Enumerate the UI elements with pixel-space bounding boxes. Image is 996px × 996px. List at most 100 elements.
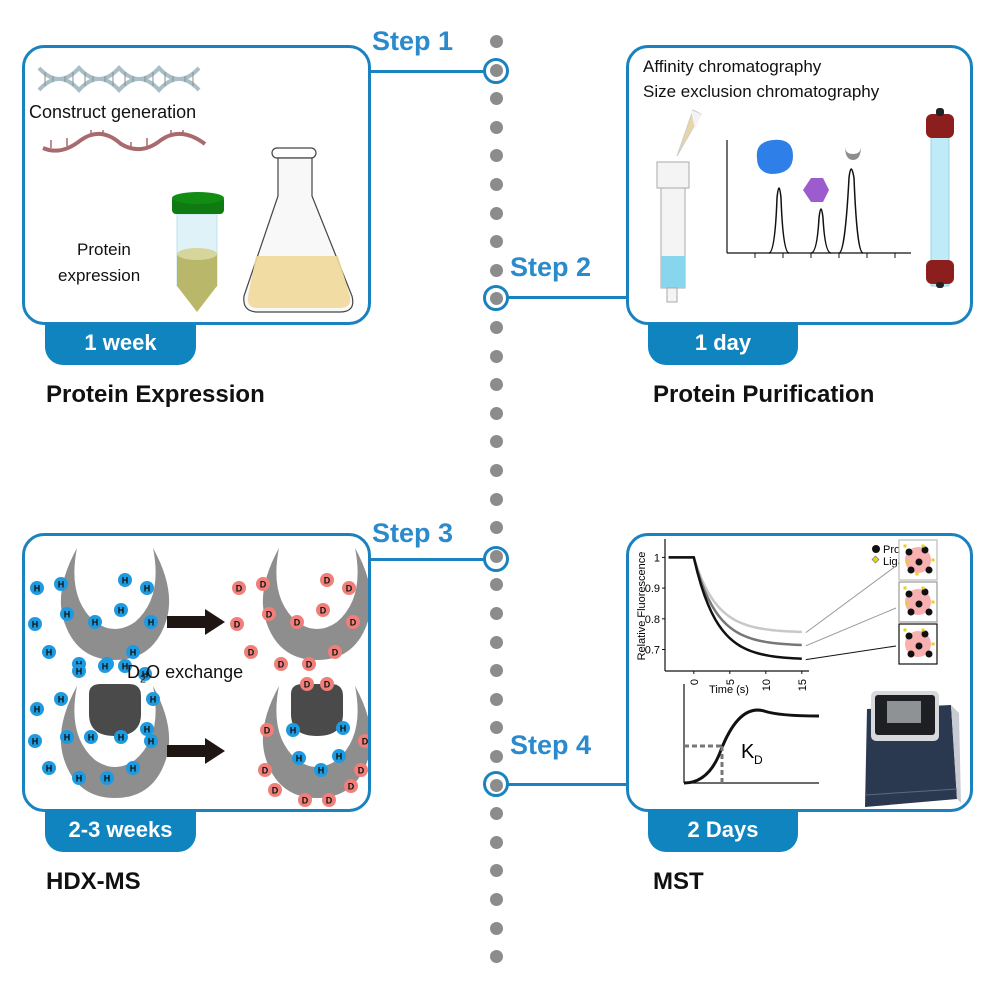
hdx-panel: HHHHHHHHHHHHHDDDDDDDDDDDDDHHHHHHHHHHHHHH… [22,533,371,812]
atom-label: H [34,705,41,715]
atom-marker [358,734,368,748]
purification-title: Protein Purification [653,381,875,408]
size-exclusion-chromatography-label: Size exclusion chromatography [643,82,880,101]
mst-panel: Relative Fluorescence Time (s) Protein L… [626,533,973,812]
atom-label: H [46,764,53,774]
x-tick-label: 5 [725,679,737,685]
protein-dot [915,642,923,650]
mst-trace-line [668,556,802,634]
atom-label: H [34,584,41,594]
erlenmeyer-flask-icon [243,147,354,313]
atom-marker [286,723,300,737]
timeline-dot [490,263,503,277]
atom-label: H [336,752,343,762]
timeline-dot [490,664,503,678]
timeline-dot [490,635,503,649]
x-axis-label: Time (s) [709,684,749,696]
atom-label: D [332,648,339,658]
mst-title: MST [653,868,704,895]
atom-marker [342,581,356,595]
atom-marker [320,677,334,691]
chromatogram-plot [726,139,911,258]
atom-label: D [326,796,333,806]
timeline-dot [490,206,503,220]
atom-label: H [144,584,151,594]
atom-marker [42,761,56,775]
purification-duration-badge: 1 day [648,323,798,365]
atom-label: H [340,724,347,734]
free-protein-shape [60,548,170,660]
step-2-marker [483,285,509,311]
atom-label: H [144,725,151,735]
atom-label: D [346,584,353,594]
atom-label: D [272,786,279,796]
timeline-dot [490,607,503,620]
atom-marker [144,734,158,748]
atom-marker [114,730,128,744]
expression-title: Protein Expression [46,381,265,408]
y-tick-label: 0.7 [645,645,660,657]
binding-curve-plot: K D [683,684,820,785]
d2o-prefix: D [127,662,140,682]
atom-marker [98,659,112,673]
protein-dot [925,608,933,616]
atom-label: H [118,733,125,743]
timeline-dot [490,864,503,878]
ligand-shape [291,684,343,736]
atom-marker [274,657,288,671]
timeline-dot [490,893,503,906]
ligand-dot [921,544,925,548]
atom-marker [316,603,330,617]
atom-marker [300,677,314,691]
x-tick-label: 15 [797,679,809,691]
atom-label: D [350,618,357,628]
atom-label: D [306,660,313,670]
timeline-dot [490,406,503,420]
timeline-dot [490,120,503,134]
legend-ligand-marker [871,555,880,564]
protein-dot [907,608,915,616]
y-tick-label: 0.9 [645,583,660,595]
x-tick-label: 0 [689,679,701,685]
atom-label: H [64,733,71,743]
atom-marker [302,657,316,671]
timeline-dot [490,378,503,392]
atom-label: H [118,606,125,616]
atom-label: D [234,620,241,630]
atom-marker [314,763,328,777]
step-3-label: Step 3 [372,518,454,548]
y-tick-label: 0.8 [645,614,660,626]
expression-duration-badge: 1 week [45,323,196,365]
atom-marker [144,615,158,629]
atom-label: D [302,796,309,806]
timeline-dot [490,692,503,706]
ligand-dot [931,558,935,562]
atom-marker [138,667,152,681]
protein-dot [915,558,923,566]
step-4-marker [483,771,509,797]
atom-label: D [264,726,271,736]
protein-expression-label-2: expression [58,266,141,285]
atom-label: D [348,782,355,792]
atom-label: H [58,580,65,590]
timeline-dot [490,178,503,191]
timeline-dot [490,807,503,821]
atom-label: H [102,662,109,672]
protein-dot [905,548,913,556]
timeline-dot [490,349,503,363]
step-1-marker [483,58,509,84]
atom-label: D [236,584,243,594]
atom-marker [118,573,132,587]
atom-label: H [148,737,155,747]
atom-marker [114,603,128,617]
protein-dot [921,546,929,554]
culture-tube-icon [172,192,224,312]
atom-label: D [278,660,285,670]
atom-marker [28,734,42,748]
atom-marker [100,771,114,785]
atom-label: H [290,726,297,736]
ligand-dot [903,586,907,590]
timeline-dot [490,435,503,449]
atom-marker [230,617,244,631]
atom-marker [256,577,270,591]
